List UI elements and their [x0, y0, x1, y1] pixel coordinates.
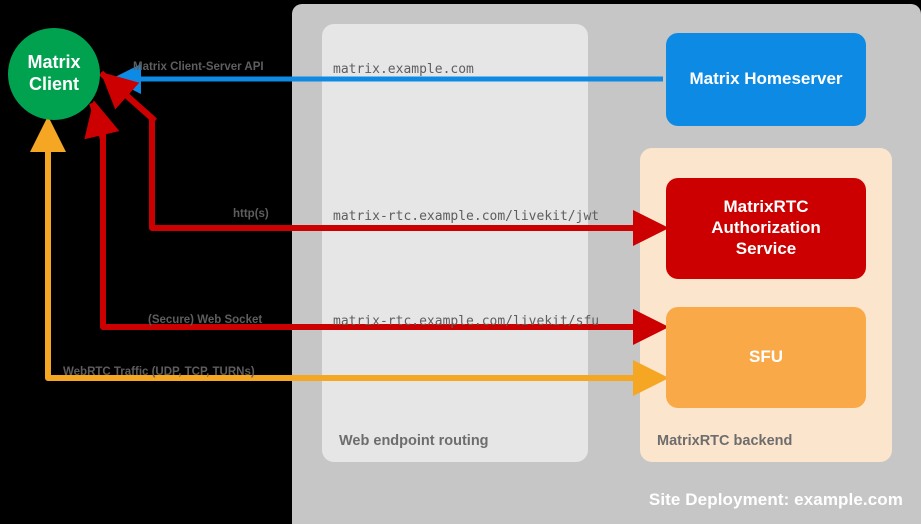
- endpoint-livekit-sfu: matrix-rtc.example.com/livekit/sfu: [333, 314, 600, 329]
- auth-service-label-line2: Authorization: [711, 218, 821, 238]
- web-endpoint-routing-label: Web endpoint routing: [339, 433, 489, 449]
- edge-http-jwt: [99, 70, 669, 246]
- edge-webrtc-traffic: [29, 116, 669, 396]
- matrix-homeserver-label: Matrix Homeserver: [689, 69, 843, 89]
- edge-label-matrix-client-server-api: Matrix Client-Server API: [133, 61, 264, 73]
- auth-service-label-line3: Service: [735, 238, 797, 258]
- web-endpoint-routing-container: Web endpoint routing: [322, 24, 588, 462]
- node-sfu[interactable]: SFU: [666, 307, 866, 408]
- matrix-client-label-line1: Matrix: [27, 52, 81, 73]
- site-deployment-label: Site Deployment: example.com: [648, 490, 903, 509]
- edge-label-secure-web-socket: (Secure) Web Socket: [148, 314, 263, 326]
- sfu-label: SFU: [749, 347, 783, 367]
- node-matrix-homeserver[interactable]: Matrix Homeserver: [666, 33, 866, 126]
- auth-service-label-line1: MatrixRTC: [723, 197, 809, 217]
- node-matrix-client[interactable]: Matrix Client: [8, 28, 100, 120]
- edge-label-http-s: http(s): [233, 208, 269, 220]
- edge-secure-web-socket: [84, 100, 669, 345]
- matrixrtc-backend-label: MatrixRTC backend: [657, 433, 793, 449]
- endpoint-matrix-example-com: matrix.example.com: [333, 62, 474, 77]
- node-matrixrtc-authorization-service[interactable]: MatrixRTC Authorization Service: [666, 178, 866, 279]
- endpoint-livekit-jwt: matrix-rtc.example.com/livekit/jwt: [333, 209, 600, 224]
- edge-label-webrtc-traffic: WebRTC Traffic (UDP, TCP, TURNs): [63, 366, 255, 378]
- matrix-client-label-line2: Client: [28, 74, 79, 94]
